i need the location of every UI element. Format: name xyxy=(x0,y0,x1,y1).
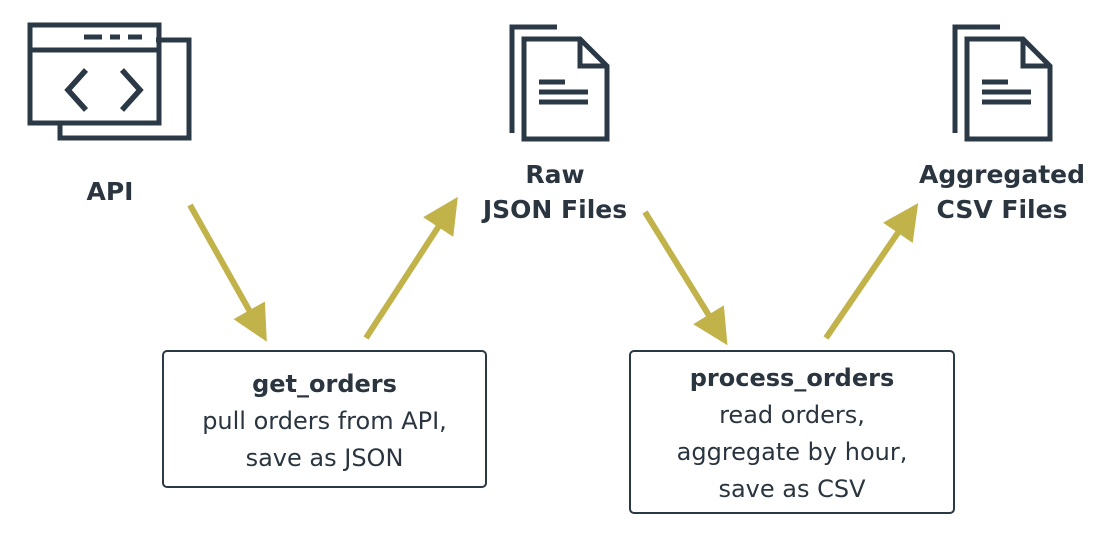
get-orders-line-2: save as JSON xyxy=(245,444,404,472)
get-orders-line-1: pull orders from API, xyxy=(202,407,447,435)
arrow-raw-json-to-process-orders xyxy=(642,210,728,346)
process-orders-name: process_orders xyxy=(689,364,895,392)
raw-json-label: Raw JSON Files xyxy=(470,157,640,227)
raw-json-label-line-1: Raw xyxy=(525,160,585,189)
process-orders-line-3: save as CSV xyxy=(718,475,866,503)
document-stack-icon xyxy=(948,20,1060,145)
raw-json-label-line-2: JSON Files xyxy=(482,195,628,224)
document-stack-icon xyxy=(505,20,617,145)
process-orders-line-2: aggregate by hour, xyxy=(676,438,908,466)
csv-label-line-2: CSV Files xyxy=(936,195,1068,224)
api-label: API xyxy=(70,174,150,209)
browser-code-icon xyxy=(24,20,194,145)
arrow-api-to-get-orders xyxy=(187,203,267,342)
api-label-line: API xyxy=(86,177,134,206)
process-orders-box: process_orders read orders, aggregate by… xyxy=(629,350,955,514)
csv-label: Aggregated CSV Files xyxy=(904,157,1100,227)
process-orders-line-1: read orders, xyxy=(719,401,865,429)
csv-label-line-1: Aggregated xyxy=(919,160,1085,189)
arrow-process-orders-to-csv xyxy=(823,203,919,340)
get-orders-box: get_orders pull orders from API, save as… xyxy=(162,350,487,488)
get-orders-name: get_orders xyxy=(252,370,397,398)
arrow-get-orders-to-raw-json xyxy=(363,196,458,340)
